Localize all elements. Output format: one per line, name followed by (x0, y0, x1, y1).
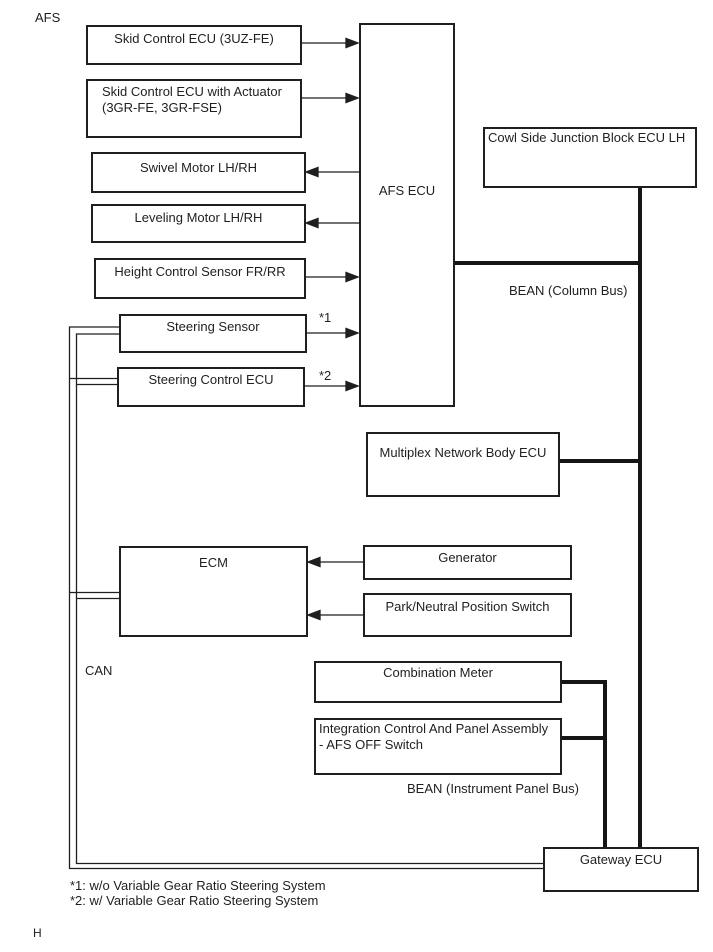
bus-label-bean-instrument-panel: BEAN (Instrument Panel Bus) (407, 781, 579, 796)
node-label-line: Skid Control ECU with Actuator (102, 84, 282, 99)
reference-mark-2: *2 (319, 368, 332, 383)
arrowhead-left-icon (306, 609, 321, 621)
node-leveling-motor: Leveling Motor LH/RH (91, 204, 306, 243)
arrowhead-right-icon (345, 271, 360, 283)
bean-bus-lines (455, 188, 642, 849)
reference-mark-1: *1 (319, 310, 332, 325)
arrowhead-right-icon (345, 37, 360, 49)
arrowhead-left-icon (304, 166, 319, 178)
footnote-2: *2: w/ Variable Gear Ratio Steering Syst… (70, 893, 319, 908)
node-park-neutral-position-switch: Park/Neutral Position Switch (363, 593, 572, 637)
node-skid-control-ecu-actuator: Skid Control ECU with Actuator (3GR-FE, … (86, 79, 302, 138)
node-height-control-sensor: Height Control Sensor FR/RR (94, 258, 306, 299)
node-steering-control-ecu: Steering Control ECU (117, 367, 305, 407)
footnote-1: *1: w/o Variable Gear Ratio Steering Sys… (70, 878, 326, 893)
node-skid-control-ecu: Skid Control ECU (3UZ-FE) (86, 25, 302, 65)
arrowhead-left-icon (306, 556, 321, 568)
node-steering-sensor: Steering Sensor (119, 314, 307, 353)
node-multiplex-network-body-ecu: Multiplex Network Body ECU (366, 432, 560, 497)
arrowhead-right-icon (345, 380, 360, 392)
node-label-line: - AFS OFF Switch (319, 737, 424, 752)
page-marker: H (33, 926, 42, 940)
bus-label-can: CAN (85, 663, 113, 678)
signal-arrows (302, 37, 363, 621)
node-cowl-side-junction-block: Cowl Side Junction Block ECU LH (483, 127, 697, 188)
arrowhead-right-icon (345, 92, 360, 104)
node-generator: Generator (363, 545, 572, 580)
node-gateway-ecu: Gateway ECU (543, 847, 699, 892)
node-ecm: ECM (119, 546, 308, 637)
node-integration-control-panel: Integration Control And Panel Assembly -… (314, 718, 562, 775)
node-label-line: Integration Control And Panel Assembly (319, 721, 549, 736)
arrowhead-right-icon (345, 327, 360, 339)
node-label-line: (3GR-FE, 3GR-FSE) (102, 100, 222, 115)
arrowhead-left-icon (304, 217, 319, 229)
node-combination-meter: Combination Meter (314, 661, 562, 703)
bus-label-bean-column: BEAN (Column Bus) (509, 283, 628, 298)
node-swivel-motor: Swivel Motor LH/RH (91, 152, 306, 193)
system-label-afs: AFS (35, 10, 61, 25)
node-afs-ecu: AFS ECU (359, 23, 455, 407)
can-line-outer (68, 326, 543, 870)
can-bus-lines (68, 326, 543, 870)
